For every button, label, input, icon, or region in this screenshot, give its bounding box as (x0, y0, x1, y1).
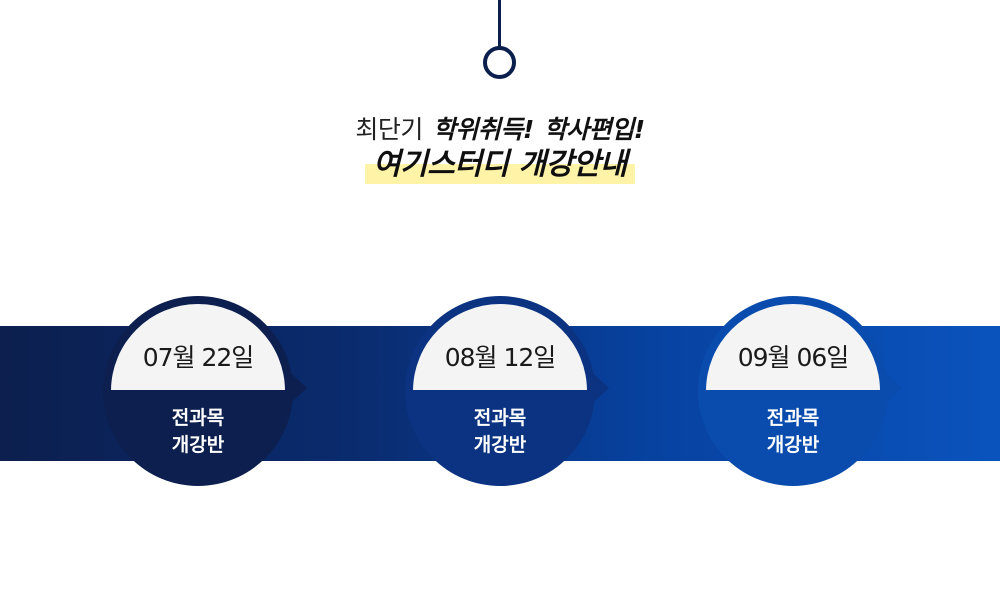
schedule-date: 09월 06일 (737, 343, 850, 372)
headline-lead: 최단기 (355, 115, 423, 144)
schedule-item-1: 07월 22일 전과목 개강반 (103, 296, 307, 486)
schedule-item-2: 08월 12일 전과목 개강반 (405, 296, 609, 486)
headline-degree: 학위취득! (432, 115, 534, 144)
schedule-date: 08월 12일 (444, 343, 557, 372)
headline: 최단기 학위취득! 학사편입! (0, 110, 1000, 146)
schedule-item-3: 09월 06일 전과목 개강반 (698, 296, 902, 486)
circle-inner: 08월 12일 전과목 개강반 (413, 304, 587, 478)
circle-inner: 07월 22일 전과목 개강반 (111, 304, 285, 478)
schedule-label: 전과목 개강반 (171, 407, 225, 456)
connector-line (498, 0, 501, 47)
schedule-label: 전과목 개강반 (766, 407, 820, 456)
title-wrap: 여기스터디 개강안내 (0, 145, 1000, 185)
schedule-label: 전과목 개강반 (473, 407, 527, 456)
headline-transfer: 학사편입! (543, 115, 645, 144)
page-title: 여기스터디 개강안내 (365, 145, 635, 185)
schedule-date: 07월 22일 (142, 343, 255, 372)
connector-ring-icon (483, 46, 516, 79)
circle-inner: 09월 06일 전과목 개강반 (706, 304, 880, 478)
